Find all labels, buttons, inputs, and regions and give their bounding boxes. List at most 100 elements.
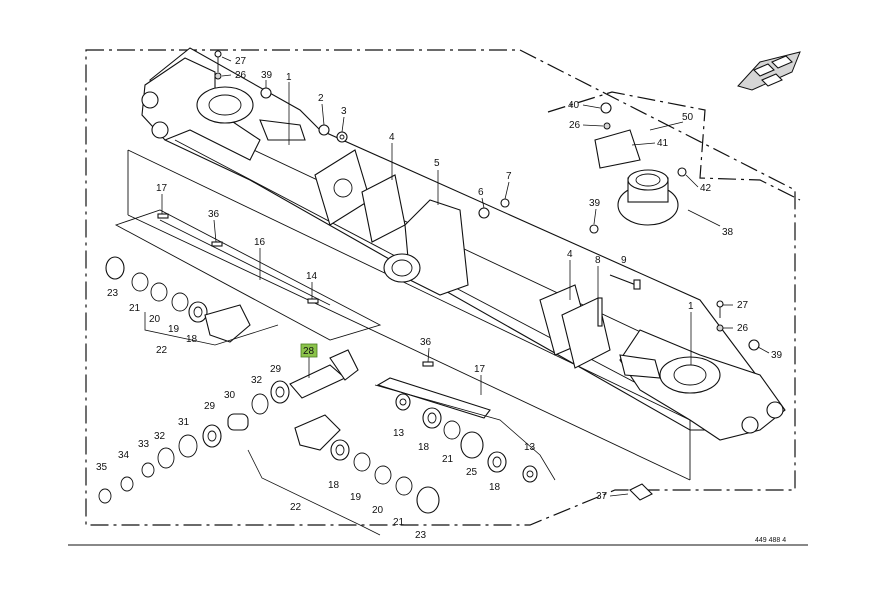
ring-32b bbox=[157, 447, 175, 469]
callout-36a: 36 bbox=[208, 209, 220, 220]
callout-16: 16 bbox=[254, 237, 266, 248]
bearing-29a bbox=[270, 380, 290, 404]
assembly-boundary bbox=[85, 49, 796, 526]
callout-41: 41 bbox=[657, 138, 669, 149]
callout-18a: 18 bbox=[186, 334, 198, 345]
callout-39c: 39 bbox=[771, 350, 783, 361]
callout-4b: 4 bbox=[567, 249, 573, 260]
bolt-9 bbox=[609, 274, 641, 290]
callout-18b: 18 bbox=[418, 442, 430, 453]
washer-13b bbox=[522, 465, 538, 483]
callout-8: 8 bbox=[595, 255, 601, 266]
callout-27a: 27 bbox=[235, 56, 247, 67]
callout-36b: 36 bbox=[420, 337, 432, 348]
direction-arrow-icon bbox=[737, 51, 801, 91]
drawing-reference: 449 488 4 bbox=[755, 537, 786, 544]
nut-39a bbox=[260, 87, 272, 99]
nut-39c bbox=[748, 339, 760, 351]
leader-lines bbox=[161, 56, 770, 497]
callout-22b: 22 bbox=[290, 502, 302, 513]
callout-7: 7 bbox=[506, 171, 512, 182]
callout-38: 38 bbox=[722, 227, 734, 238]
callout-13a: 13 bbox=[393, 428, 405, 439]
callout-14: 14 bbox=[306, 271, 318, 282]
callout-39b: 39 bbox=[589, 198, 601, 209]
ring-21a bbox=[131, 272, 149, 292]
flange-plate-left bbox=[314, 149, 406, 243]
ring-32a bbox=[251, 393, 269, 415]
bearing-29b bbox=[202, 424, 222, 448]
callout-3: 3 bbox=[341, 106, 347, 117]
bracket-22b bbox=[247, 449, 381, 536]
callout-30: 30 bbox=[224, 390, 236, 401]
callout-5: 5 bbox=[434, 158, 440, 169]
callout-19b: 19 bbox=[350, 492, 362, 503]
callout-32a: 32 bbox=[251, 375, 263, 386]
bearing-block-22a bbox=[204, 304, 251, 343]
shaft-17b bbox=[376, 377, 491, 419]
washer-13a bbox=[395, 393, 411, 411]
washer-26a bbox=[214, 72, 222, 80]
fitting-7 bbox=[500, 198, 510, 208]
callout-25: 25 bbox=[466, 467, 478, 478]
callout-20b: 20 bbox=[372, 505, 384, 516]
callout-1a: 1 bbox=[286, 72, 292, 83]
bushing-2 bbox=[318, 124, 330, 136]
callout-40: 40 bbox=[568, 100, 580, 111]
washer-26c bbox=[716, 324, 724, 332]
detail-boundary bbox=[547, 91, 801, 201]
callout-29b: 29 bbox=[204, 401, 216, 412]
flange-plate-right bbox=[539, 284, 611, 369]
callout-18c: 18 bbox=[328, 480, 340, 491]
callout-13b: 13 bbox=[524, 442, 536, 453]
callout-29a: 29 bbox=[270, 364, 282, 375]
bearing-18a bbox=[188, 301, 208, 323]
ring-31 bbox=[178, 434, 198, 458]
callout-21b: 21 bbox=[442, 454, 454, 465]
bearing-housing bbox=[383, 199, 469, 296]
washer-6 bbox=[478, 207, 490, 219]
bearing-18c bbox=[330, 439, 350, 461]
hub-38 bbox=[589, 102, 687, 234]
callout-20a: 20 bbox=[149, 314, 161, 325]
pin-14 bbox=[307, 298, 319, 304]
clip-37 bbox=[629, 483, 653, 501]
bracket-22a bbox=[144, 312, 279, 346]
callout-2: 2 bbox=[318, 93, 324, 104]
callout-42: 42 bbox=[700, 183, 712, 194]
pin-36a bbox=[211, 241, 223, 247]
screw-27a bbox=[214, 50, 222, 72]
screw-27b bbox=[716, 300, 724, 318]
callout-32b: 32 bbox=[154, 431, 166, 442]
highlight-28 bbox=[300, 343, 318, 358]
callout-28: 28 bbox=[303, 346, 315, 357]
callout-23a: 23 bbox=[107, 288, 119, 299]
ring-35 bbox=[98, 488, 112, 504]
callout-33: 33 bbox=[138, 439, 150, 450]
callout-39a: 39 bbox=[261, 70, 273, 81]
ring-20b bbox=[374, 465, 392, 485]
ring-19a bbox=[171, 292, 189, 312]
callout-27b: 27 bbox=[737, 300, 749, 311]
callout-23b: 23 bbox=[415, 530, 427, 541]
bearing-block-22b bbox=[294, 414, 341, 451]
spacer-30 bbox=[227, 413, 249, 431]
bearing-18b bbox=[422, 407, 442, 429]
callout-19a: 19 bbox=[168, 324, 180, 335]
callout-9: 9 bbox=[621, 255, 627, 266]
callout-21c: 21 bbox=[393, 517, 405, 528]
frame-lower-right bbox=[374, 384, 556, 481]
callout-50: 50 bbox=[682, 112, 694, 123]
ring-33 bbox=[141, 462, 155, 478]
callout-1b: 1 bbox=[688, 301, 694, 312]
callout-17a: 17 bbox=[156, 183, 168, 194]
callout-4a: 4 bbox=[389, 132, 395, 143]
callout-26b: 26 bbox=[569, 120, 581, 131]
callout-26c: 26 bbox=[737, 323, 749, 334]
washer-3 bbox=[336, 131, 348, 143]
pin-36b bbox=[422, 361, 434, 367]
gear-25 bbox=[460, 431, 484, 459]
callout-6: 6 bbox=[478, 187, 484, 198]
callout-34: 34 bbox=[118, 450, 130, 461]
